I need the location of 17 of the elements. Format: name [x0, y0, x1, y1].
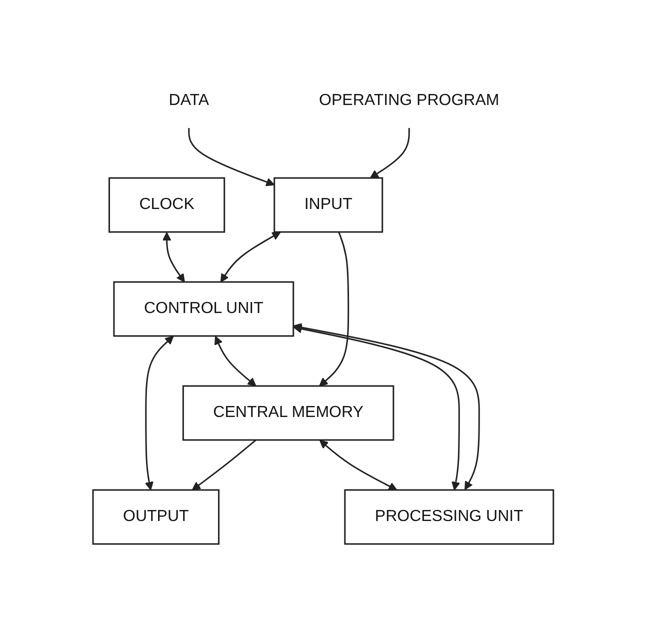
arrow	[214, 336, 256, 386]
arrow	[192, 439, 256, 490]
arrow	[319, 440, 398, 490]
node-box: CLOCK	[108, 177, 225, 233]
arrow	[318, 232, 349, 386]
node-box: INPUT	[273, 177, 383, 233]
arrow	[144, 336, 174, 490]
node-box: CENTRAL MEMORY	[182, 385, 394, 441]
node-box: OUTPUT	[92, 489, 220, 545]
arrow	[220, 232, 281, 282]
arrow	[188, 128, 275, 186]
arrow	[370, 128, 410, 178]
arrow	[162, 232, 185, 282]
node-box: PROCESSING UNIT	[344, 489, 554, 545]
node-box: CONTROL UNIT	[113, 281, 294, 337]
node-text: DATA	[168, 92, 209, 109]
node-text: OPERATING PROGRAM	[318, 92, 500, 109]
